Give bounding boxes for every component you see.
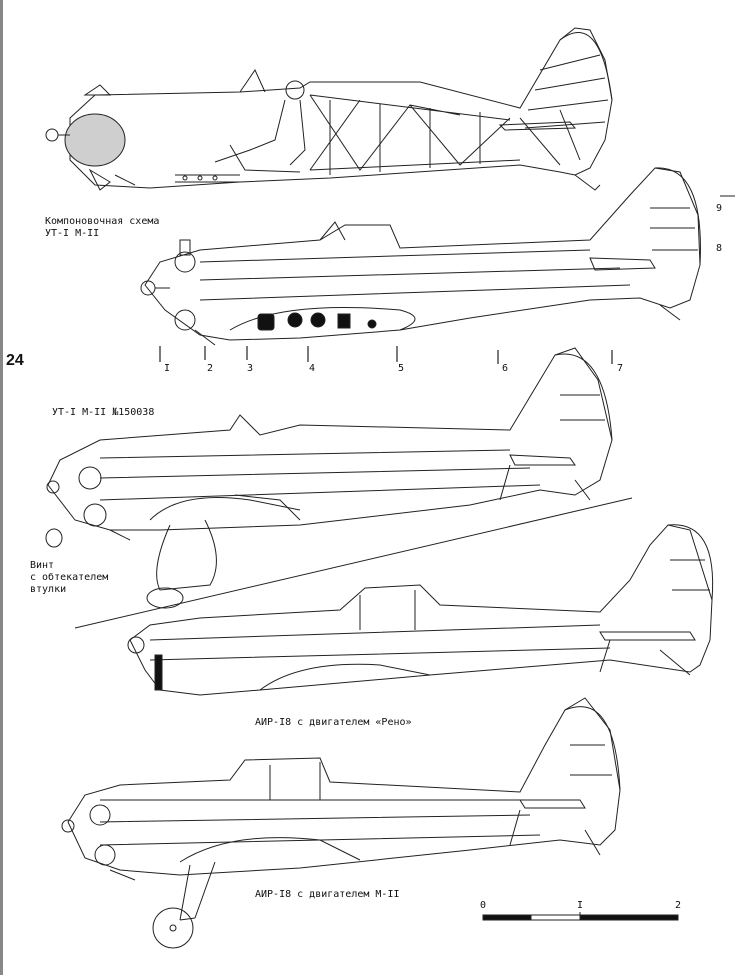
scale-bar: [482, 912, 679, 921]
scale-label-0: 0: [480, 900, 487, 911]
section-marker-6: 6: [502, 363, 509, 374]
section-ticks: [159, 346, 613, 364]
section-marker-2: 2: [207, 363, 214, 374]
layout-caption-line1: Компоновочная схема: [45, 216, 160, 227]
air18-m11-drawing: [61, 697, 621, 949]
ground-line: [74, 497, 633, 629]
scale-label-2: 2: [675, 900, 682, 911]
section-marker-3: 3: [247, 363, 254, 374]
ut1-serial-caption: УТ-I М-II №150038: [52, 407, 155, 418]
ut1-sideview-drawing: [140, 167, 735, 346]
ut1-serial-drawing: [45, 347, 613, 609]
page-edge: [0, 0, 3, 975]
section-marker-7: 7: [617, 363, 624, 374]
air18-m11-caption: АИР-I8 с двигателем М-II: [255, 889, 400, 900]
propeller-caption-line2: с обтекателем: [30, 572, 109, 583]
side-marker-8: 8: [716, 243, 723, 254]
page-number: 24: [6, 352, 24, 369]
layout-scheme-drawing: [45, 27, 613, 191]
scale-label-1: I: [577, 900, 584, 911]
layout-caption-line2: УТ-I М-II: [45, 228, 100, 239]
section-marker-5: 5: [398, 363, 405, 374]
air18-reno-drawing: [127, 524, 714, 696]
section-marker-1: I: [164, 363, 171, 374]
propeller-caption-line3: втулки: [30, 584, 67, 595]
air18-reno-caption: АИР-I8 с двигателем «Рено»: [255, 717, 412, 728]
propeller-caption-line1: Винт: [30, 560, 55, 571]
section-marker-4: 4: [309, 363, 316, 374]
side-marker-9: 9: [716, 203, 723, 214]
